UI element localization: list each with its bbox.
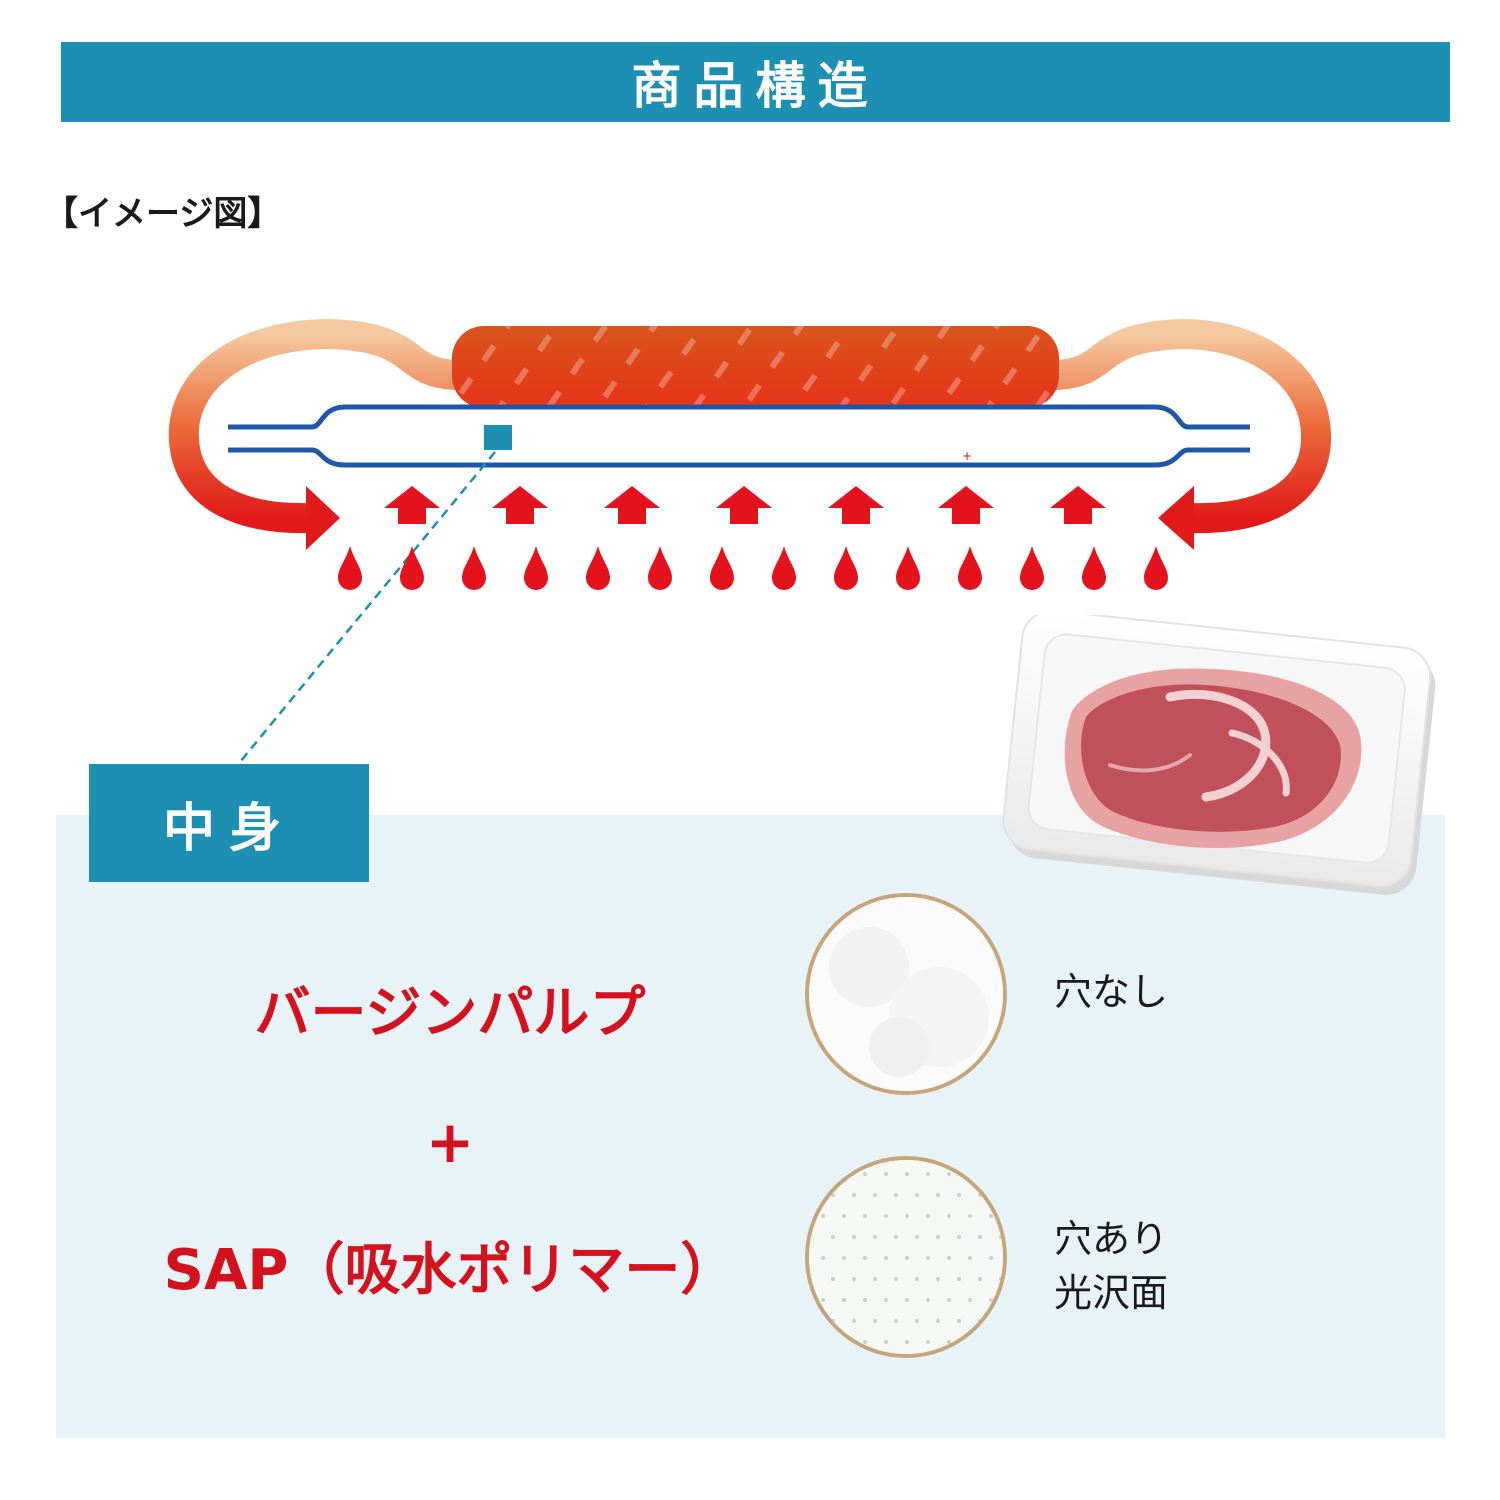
sample-with-holes-label: 穴あり bbox=[1054, 1217, 1169, 1261]
sheet-outline bbox=[228, 404, 1250, 468]
svg-text:+: + bbox=[962, 449, 972, 463]
drip-drop-icon bbox=[1144, 546, 1168, 590]
absorb-arrow-icon bbox=[716, 486, 772, 524]
sample-no-holes-image bbox=[805, 893, 1007, 1095]
drip-drop-icon bbox=[1082, 546, 1106, 590]
drip-drop-icon bbox=[524, 546, 548, 590]
absorb-arrow-icon bbox=[828, 486, 884, 524]
sample-glossy-label: 光沢面 bbox=[1054, 1271, 1169, 1315]
contents-marker bbox=[484, 425, 512, 450]
absorb-arrow-icon bbox=[492, 486, 548, 524]
absorbent-pad bbox=[452, 326, 1059, 408]
right-curve-arrow-icon bbox=[1042, 318, 1331, 550]
material-sap: SAP（吸水ポリマー） bbox=[163, 1238, 737, 1303]
absorb-arrow-icon bbox=[1050, 486, 1106, 524]
material-plus: + bbox=[425, 1108, 475, 1176]
drip-drop-icon bbox=[462, 546, 486, 590]
drips bbox=[338, 546, 1168, 590]
sample-no-holes-label: 穴なし bbox=[1054, 970, 1169, 1014]
absorb-arrow-icon bbox=[604, 486, 660, 524]
drip-drop-icon bbox=[338, 546, 362, 590]
contents-panel bbox=[56, 815, 1445, 1438]
meat-icon bbox=[1064, 668, 1362, 849]
drip-drop-icon bbox=[710, 546, 734, 590]
contents-tag: 中身 bbox=[89, 764, 369, 882]
drip-drop-icon bbox=[586, 546, 610, 590]
sample-with-holes-image bbox=[805, 1156, 1007, 1358]
drip-drop-icon bbox=[958, 546, 982, 590]
drip-drop-icon bbox=[400, 546, 424, 590]
drip-drop-icon bbox=[896, 546, 920, 590]
absorb-arrows bbox=[384, 486, 1106, 524]
meat-tray-image bbox=[1002, 615, 1436, 895]
left-curve-arrow-icon bbox=[168, 318, 470, 550]
drip-drop-icon bbox=[772, 546, 796, 590]
drip-drop-icon bbox=[648, 546, 672, 590]
drip-drop-icon bbox=[1020, 546, 1044, 590]
absorb-arrow-icon bbox=[384, 486, 440, 524]
material-pulp: バージンパルプ bbox=[254, 981, 646, 1046]
absorb-arrow-icon bbox=[938, 486, 994, 524]
page-title: 商品構造 bbox=[61, 42, 1450, 122]
contents-leader-line bbox=[239, 451, 496, 763]
drip-drop-icon bbox=[834, 546, 858, 590]
image-label: 【イメージ図】 bbox=[44, 194, 282, 234]
